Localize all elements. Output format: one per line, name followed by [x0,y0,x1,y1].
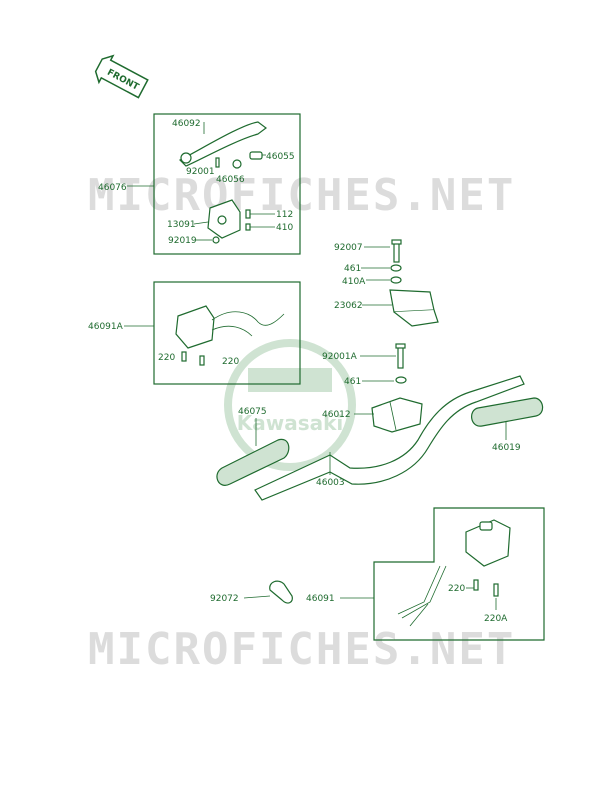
clutch-lever-icon [178,121,267,167]
bolt-92007-icon [393,241,400,263]
label-461-top: 461 [344,264,361,274]
label-92019: 92019 [168,236,197,246]
screw-220-left-icon [181,351,187,362]
wire-clamp-icon [269,580,293,604]
label-46012: 46012 [322,410,351,420]
grip-right-icon [471,397,544,427]
label-92001a: 92001A [322,352,358,362]
right-switch-box [373,507,545,641]
washer-461-icon [390,264,402,272]
brand-watermark: Kawasaki [237,411,344,435]
nut-92019-icon [212,236,220,244]
front-arrow-icon: FRONT [94,54,149,99]
washer-410-icon [245,223,251,231]
lever-assembly-box [153,113,301,255]
label-23062: 23062 [334,301,363,311]
label-220a: 220A [484,614,508,624]
label-46091: 46091 [306,594,335,604]
label-46076: 46076 [98,183,127,193]
collar-46056-icon [232,159,242,169]
switch-wires-icon [397,565,447,627]
label-92001: 92001 [186,167,215,177]
site-watermark-bottom: MICROFICHES.NET [88,624,515,675]
label-46003: 46003 [316,478,345,488]
bolt-92001a-icon [397,345,404,369]
bolt-46055-icon [249,151,263,160]
label-410a: 410A [342,277,366,287]
label-46056: 46056 [216,175,245,185]
grip-left-icon [216,438,290,486]
label-46091a: 46091A [88,322,124,332]
washer-410a-icon [390,276,402,284]
label-220-left: 220 [158,353,175,363]
handlebar-icon [254,375,525,501]
label-13091: 13091 [167,220,196,230]
label-461-lower: 461 [344,377,361,387]
label-46075: 46075 [238,407,267,417]
left-switch-box [153,281,301,385]
left-switch-housing-icon [175,305,285,349]
washer-461-lower-icon [395,376,407,384]
pin-92001-icon [215,157,220,168]
kawasaki-logo: Kawasaki [224,339,356,471]
label-220-rs: 220 [448,584,465,594]
label-46092: 46092 [172,119,201,129]
label-220-right: 220 [222,357,239,367]
screw-220-right-icon [199,355,205,366]
screw-112-icon [245,209,251,219]
screw-220-rs-icon [473,579,479,591]
label-92072: 92072 [210,594,239,604]
right-switch-housing-icon [465,519,511,567]
label-46019: 46019 [492,443,521,453]
lever-holder-icon [207,199,241,239]
bracket-23062-icon [389,289,439,327]
site-watermark-top: MICROFICHES.NET [88,170,515,221]
label-112: 112 [276,210,293,220]
label-92007: 92007 [334,243,363,253]
label-410: 410 [276,223,293,233]
label-46055: 46055 [266,152,295,162]
screw-220a-icon [493,583,499,597]
holder-46012-icon [371,397,423,433]
